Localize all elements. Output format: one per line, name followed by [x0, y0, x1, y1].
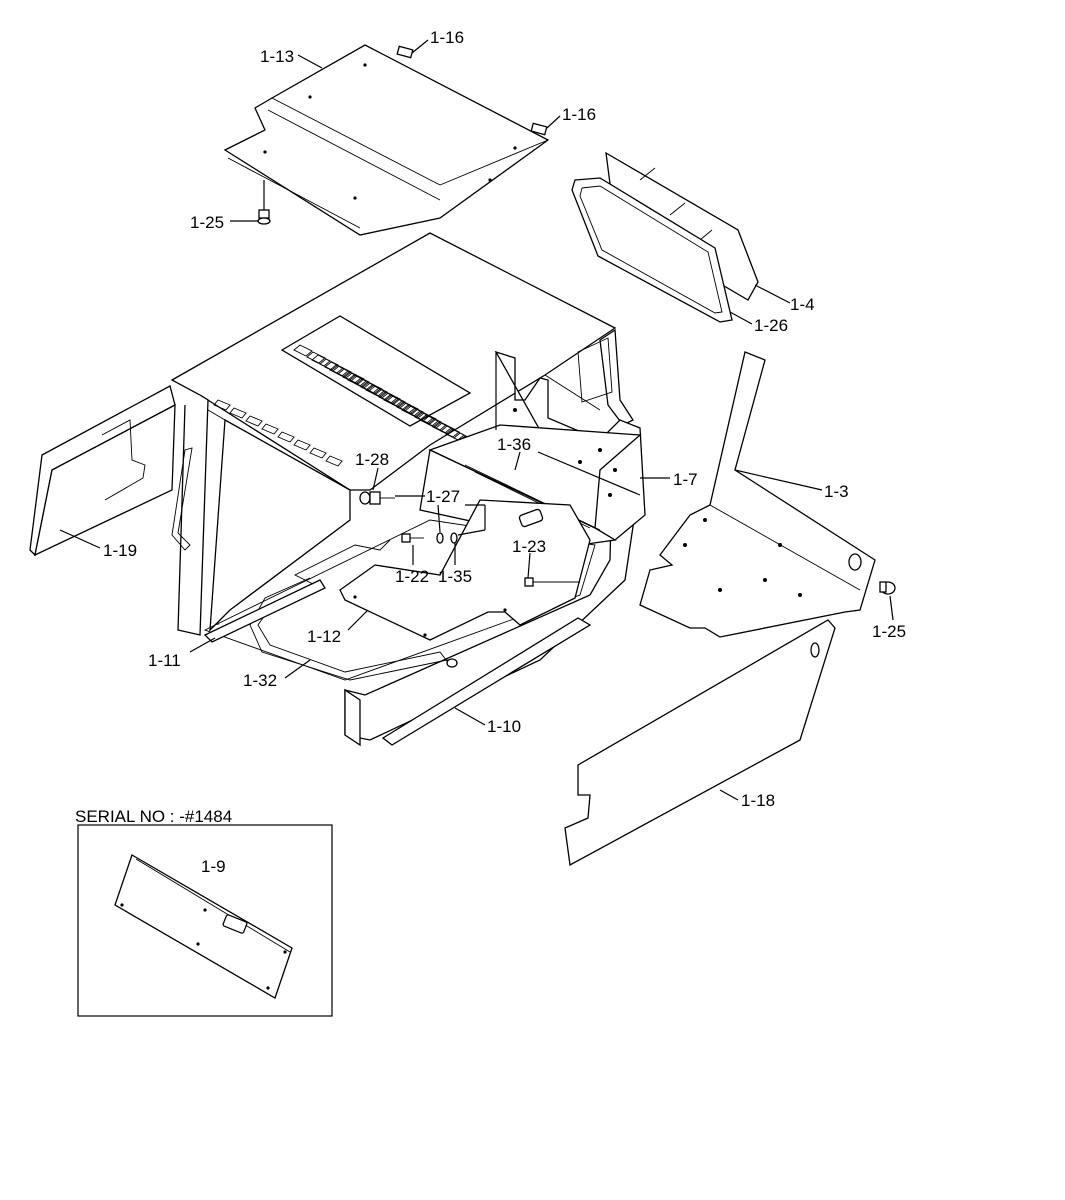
window-seal	[571, 177, 733, 323]
cab-frame	[170, 232, 641, 747]
callout-1-12: 1-12	[307, 627, 341, 646]
callout-1-16-upper: 1-16	[430, 28, 464, 47]
serial-inset: SERIAL NO : -#1484	[75, 807, 333, 1017]
callout-1-18: 1-18	[741, 791, 775, 810]
bolt-1-23	[524, 577, 580, 587]
callout-1-27: 1-27	[426, 487, 460, 506]
left-floor-strip	[203, 579, 326, 643]
roof-cover-panel	[223, 44, 550, 236]
rim-vent-cell	[325, 455, 343, 467]
bolt-1-28	[359, 491, 395, 505]
callout-1-19: 1-19	[103, 541, 137, 560]
callout-1-35: 1-35	[438, 567, 472, 586]
roof-vent-grid	[280, 315, 491, 455]
clip-part-right	[530, 122, 548, 136]
push-rivet-right	[879, 581, 896, 595]
callout-1-22: 1-22	[395, 567, 429, 586]
vent-cell	[417, 412, 437, 425]
callout-1-25-upper: 1-25	[190, 213, 224, 232]
callout-1-4: 1-4	[790, 295, 815, 314]
inset-plate-part	[114, 854, 293, 999]
nut-1-35	[450, 532, 458, 544]
washer-1-27	[436, 532, 444, 544]
rim-vent-cell	[229, 407, 247, 419]
left-side-panel	[29, 385, 176, 557]
vent-cell	[381, 392, 401, 405]
vent-cell	[386, 395, 406, 408]
vent-cell	[350, 375, 370, 388]
callout-1-26: 1-26	[754, 316, 788, 335]
vent-cell	[363, 382, 383, 395]
rim-vent-cell	[261, 423, 279, 435]
callout-1-36: 1-36	[497, 435, 531, 454]
callout-1-25-right: 1-25	[872, 622, 906, 641]
bolt-1-22	[401, 533, 424, 543]
callout-1-3: 1-3	[824, 482, 849, 501]
vent-cell	[422, 415, 442, 428]
rim-vent-cell	[245, 415, 263, 427]
callout-1-23: 1-23	[512, 537, 546, 556]
floor-plate	[339, 499, 591, 641]
callout-labels: 1-13 1-16 1-16 1-25 1-4 1-26 1-36 1-7 1-…	[103, 28, 906, 876]
leader-lines	[59, 39, 894, 905]
rim-vent-cell	[213, 399, 231, 411]
callout-1-32: 1-32	[243, 671, 277, 690]
rim-vent-cell	[277, 431, 295, 443]
push-rivet-upper	[257, 209, 271, 225]
callout-1-7: 1-7	[673, 470, 698, 489]
right-side-panel	[564, 619, 836, 867]
vent-cell	[319, 358, 339, 371]
clip-part-upper	[396, 45, 414, 59]
vent-cell	[345, 372, 365, 385]
vent-cell	[306, 351, 326, 364]
callout-1-9: 1-9	[201, 857, 226, 876]
callout-1-11: 1-11	[148, 651, 181, 670]
vent-cell	[293, 344, 313, 357]
vent-cell	[332, 365, 352, 378]
vent-cell	[368, 385, 388, 398]
rim-vent-cell	[309, 447, 327, 459]
rim-vent-cell	[293, 439, 311, 451]
front-floor-strip	[381, 617, 592, 746]
callout-1-16-right: 1-16	[562, 105, 596, 124]
callout-1-28: 1-28	[355, 450, 389, 469]
callout-1-13: 1-13	[260, 47, 294, 66]
vent-cell	[435, 422, 455, 435]
vent-cell	[399, 402, 419, 415]
right-frame-panel	[639, 351, 876, 638]
vent-cell	[440, 425, 460, 438]
callout-1-10: 1-10	[487, 717, 521, 736]
inset-title: SERIAL NO : -#1484	[75, 807, 232, 826]
vent-cell	[404, 405, 424, 418]
